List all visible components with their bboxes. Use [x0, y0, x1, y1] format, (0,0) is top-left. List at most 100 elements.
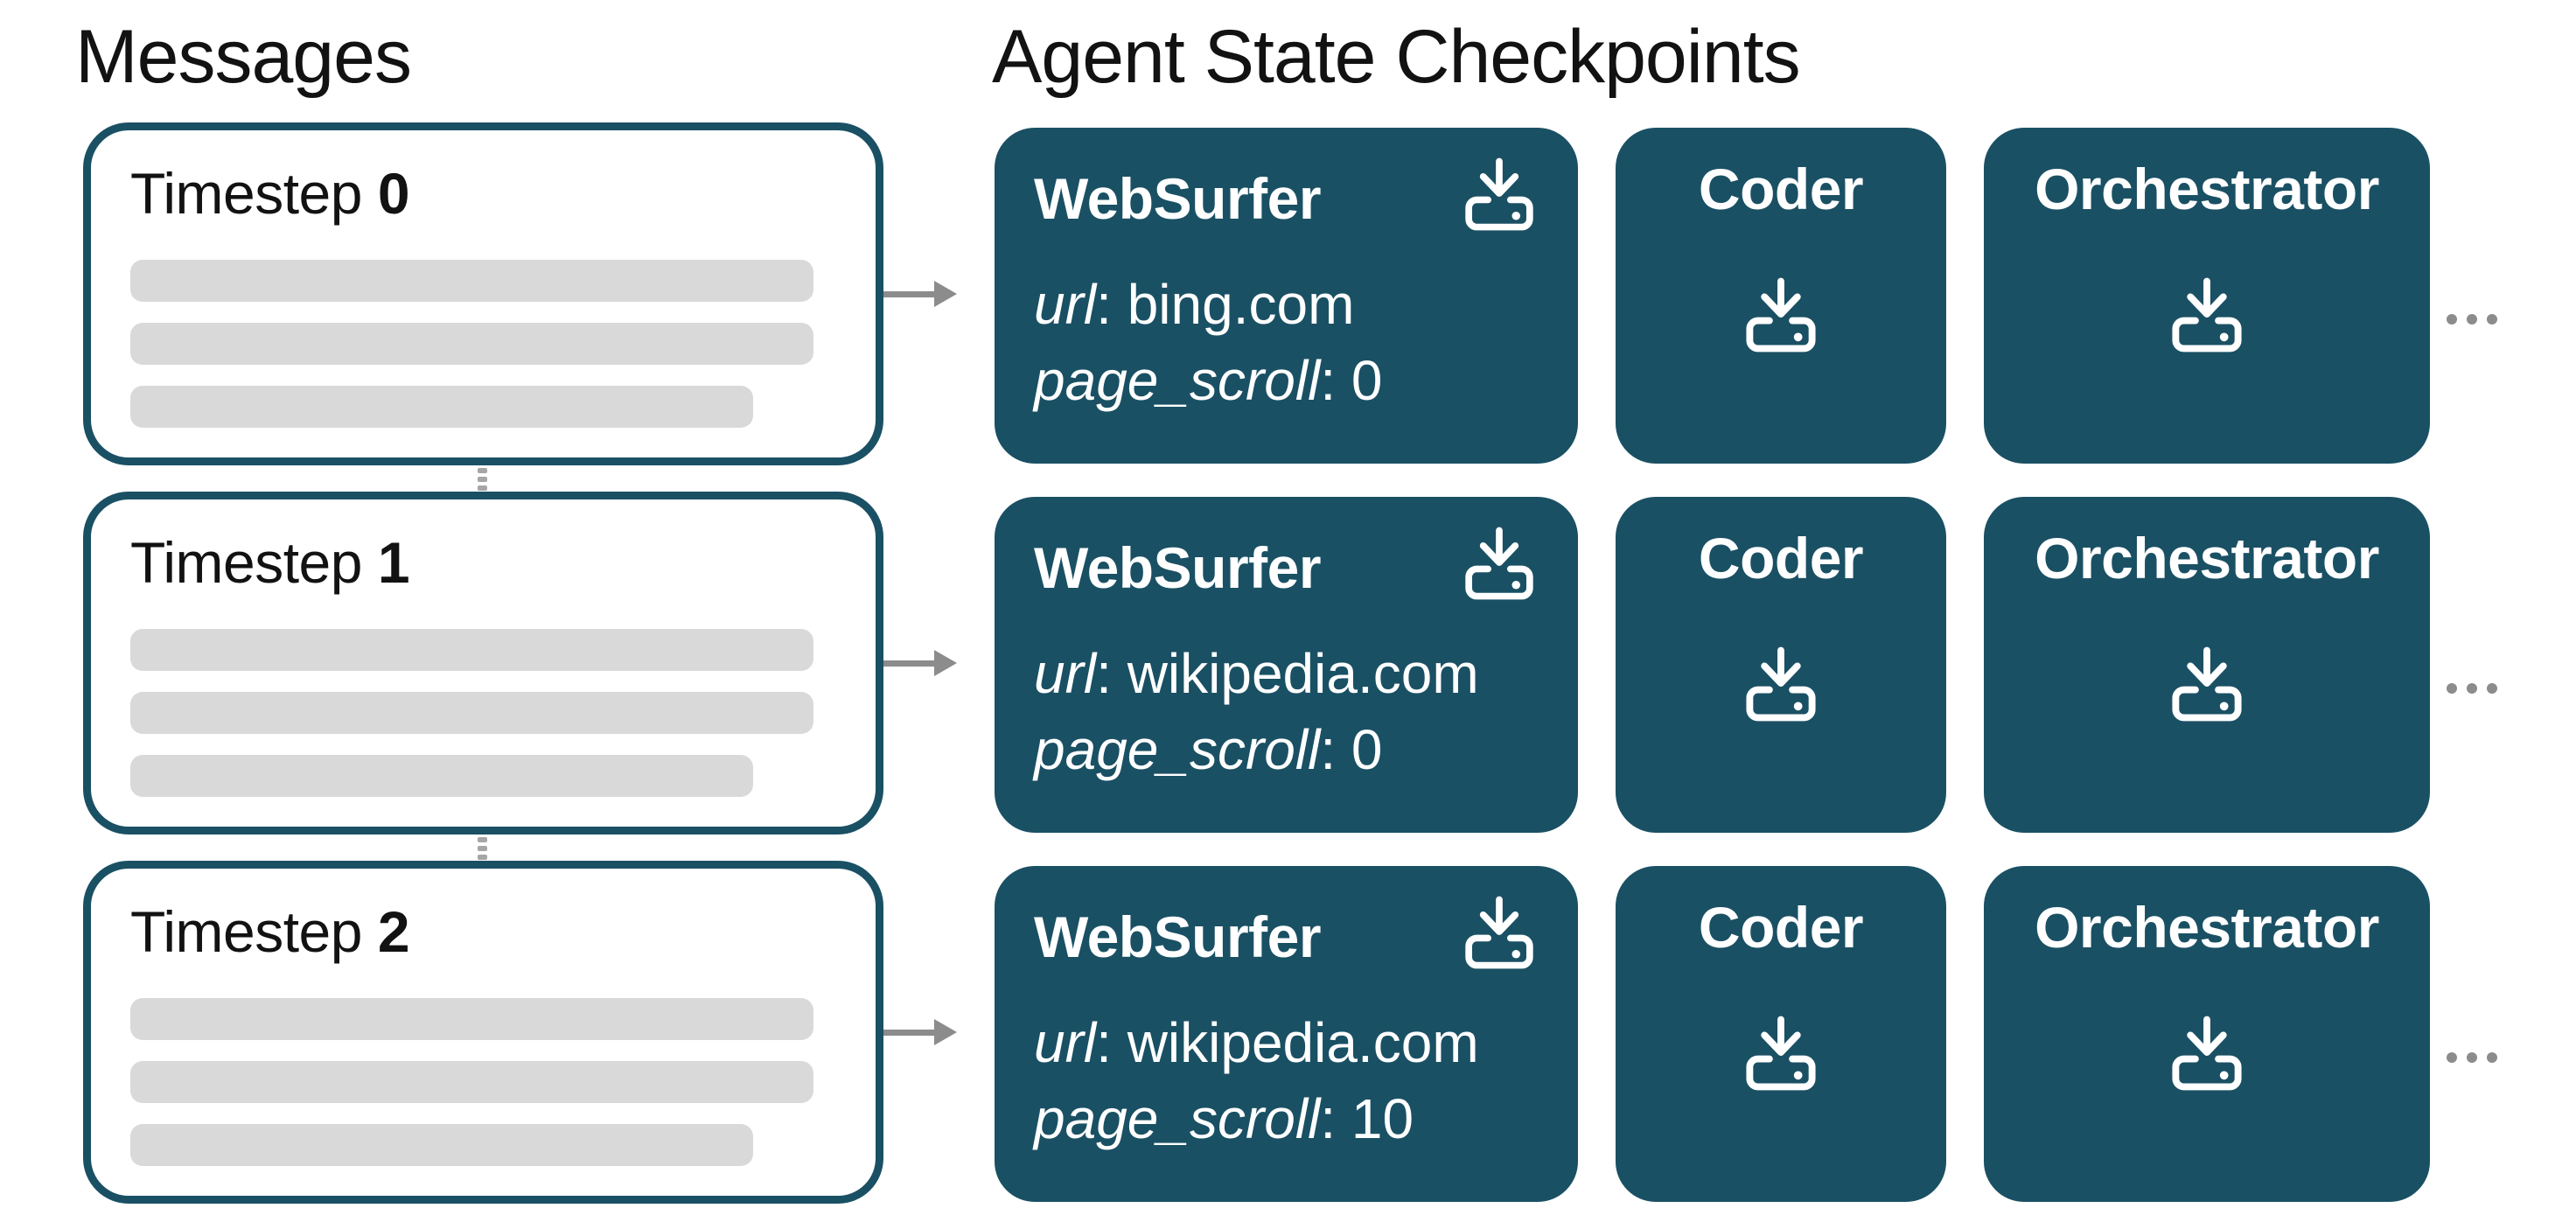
url-value: : wikipedia.com	[1096, 1011, 1479, 1074]
skeleton-bar	[130, 1061, 813, 1103]
timestep-title: Timestep 1	[130, 534, 410, 591]
card-title: Coder	[1698, 157, 1864, 221]
arrow-shaft	[883, 660, 934, 667]
ellipsis-icon	[2447, 314, 2497, 325]
coder-checkpoint-card: Coder	[1616, 866, 1946, 1202]
websurfer-checkpoint-card: WebSurfer url: bing.com page_scroll: 0	[995, 128, 1578, 464]
timestep-title: Timestep 2	[130, 903, 410, 960]
arrow-head	[934, 281, 957, 307]
url-label: url	[1034, 642, 1097, 705]
dotted-connector-icon	[478, 837, 487, 860]
skeleton-bar	[130, 755, 753, 797]
skeleton-bar	[130, 629, 813, 671]
card-title: Orchestrator	[2035, 526, 2379, 590]
timestep-row: Timestep 0 WebSurfer url: bing.com page_…	[0, 122, 2576, 465]
download-icon	[2168, 645, 2246, 723]
timestep-number: 1	[377, 530, 410, 595]
page-scroll-label: page_scroll	[1034, 349, 1321, 412]
ellipsis-icon	[2447, 1052, 2497, 1063]
page-scroll-value: : 10	[1320, 1087, 1414, 1150]
timestep-number: 0	[377, 161, 410, 226]
timestep-number: 2	[377, 899, 410, 964]
download-icon	[1742, 645, 1820, 723]
url-value: : wikipedia.com	[1096, 642, 1479, 705]
page-scroll-value: : 0	[1320, 349, 1383, 412]
arrow-right-icon	[883, 650, 957, 676]
skeleton-bar	[130, 386, 753, 428]
ellipsis-dot	[2487, 1052, 2497, 1063]
download-icon	[1742, 1014, 1820, 1093]
card-title: Orchestrator	[2035, 895, 2379, 960]
card-title: Orchestrator	[2035, 157, 2379, 221]
timestep-label: Timestep	[130, 161, 378, 226]
page-scroll-field: page_scroll: 10	[1034, 1091, 1414, 1147]
connector-dash	[478, 477, 487, 482]
dotted-connector-icon	[478, 468, 487, 491]
download-icon	[2168, 1014, 2246, 1093]
url-value: : bing.com	[1096, 273, 1355, 336]
page-scroll-field: page_scroll: 0	[1034, 722, 1382, 778]
timestep-box: Timestep 1	[83, 492, 883, 834]
timestep-box: Timestep 0	[83, 122, 883, 465]
ellipsis-icon	[2447, 683, 2497, 694]
ellipsis-dot	[2487, 683, 2497, 694]
ellipsis-dot	[2467, 1052, 2477, 1063]
page-scroll-label: page_scroll	[1034, 718, 1321, 781]
arrow-head	[934, 1019, 957, 1045]
ellipsis-dot	[2467, 683, 2477, 694]
download-icon	[1461, 525, 1538, 602]
url-field: url: wikipedia.com	[1034, 646, 1479, 702]
timestep-row: Timestep 1 WebSurfer url: wikipedia.com …	[0, 492, 2576, 834]
arrow-right-icon	[883, 1019, 957, 1045]
timestep-title: Timestep 0	[130, 164, 410, 222]
page-scroll-label: page_scroll	[1034, 1087, 1321, 1150]
download-icon	[1461, 156, 1538, 233]
ellipsis-dot	[2447, 1052, 2457, 1063]
skeleton-bar	[130, 692, 813, 734]
arrow-right-icon	[883, 281, 957, 307]
ellipsis-dot	[2487, 314, 2497, 325]
connector-dash	[478, 837, 487, 842]
url-label: url	[1034, 273, 1097, 336]
url-field: url: wikipedia.com	[1034, 1015, 1479, 1071]
arrow-shaft	[883, 290, 934, 297]
arrow-shaft	[883, 1029, 934, 1036]
card-title: Coder	[1698, 526, 1864, 590]
connector-dash	[478, 846, 487, 851]
page-scroll-value: : 0	[1320, 718, 1383, 781]
skeleton-bar	[130, 323, 813, 365]
download-icon	[1461, 894, 1538, 971]
download-icon	[1742, 276, 1820, 354]
coder-checkpoint-card: Coder	[1616, 497, 1946, 833]
orchestrator-checkpoint-card: Orchestrator	[1984, 866, 2430, 1202]
orchestrator-checkpoint-card: Orchestrator	[1984, 497, 2430, 833]
ellipsis-dot	[2467, 314, 2477, 325]
card-title: Coder	[1698, 895, 1864, 960]
skeleton-bar	[130, 998, 813, 1040]
card-title: WebSurfer	[1034, 166, 1322, 231]
orchestrator-checkpoint-card: Orchestrator	[1984, 128, 2430, 464]
ellipsis-dot	[2447, 683, 2457, 694]
connector-dash	[478, 485, 487, 491]
timestep-box: Timestep 2	[83, 861, 883, 1204]
url-field: url: bing.com	[1034, 276, 1354, 332]
page-scroll-field: page_scroll: 0	[1034, 353, 1382, 409]
url-label: url	[1034, 1011, 1097, 1074]
timestep-row: Timestep 2 WebSurfer url: wikipedia.com …	[0, 861, 2576, 1204]
ellipsis-dot	[2447, 314, 2457, 325]
card-title: WebSurfer	[1034, 904, 1322, 969]
coder-checkpoint-card: Coder	[1616, 128, 1946, 464]
agent-state-checkpoints-heading: Agent State Checkpoints	[992, 15, 1801, 99]
messages-heading: Messages	[75, 15, 412, 99]
connector-dash	[478, 855, 487, 860]
arrow-head	[934, 650, 957, 676]
card-title: WebSurfer	[1034, 535, 1322, 600]
websurfer-checkpoint-card: WebSurfer url: wikipedia.com page_scroll…	[995, 866, 1578, 1202]
timestep-label: Timestep	[130, 899, 378, 964]
websurfer-checkpoint-card: WebSurfer url: wikipedia.com page_scroll…	[995, 497, 1578, 833]
download-icon	[2168, 276, 2246, 354]
timestep-label: Timestep	[130, 530, 378, 595]
connector-dash	[478, 468, 487, 473]
skeleton-bar	[130, 1124, 753, 1166]
skeleton-bar	[130, 260, 813, 302]
